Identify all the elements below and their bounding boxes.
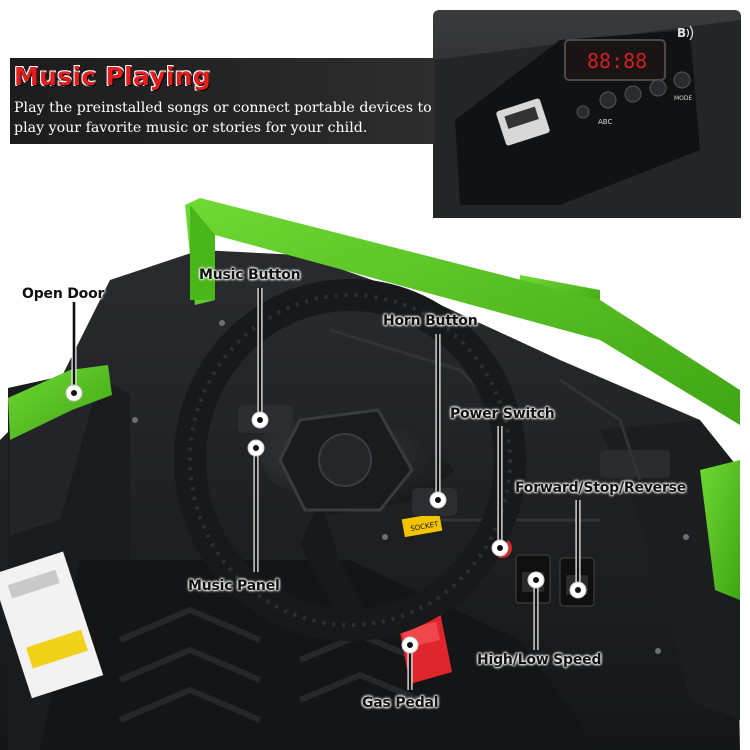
svg-text:B: B — [677, 26, 686, 40]
steering-wheel[interactable] — [174, 279, 526, 641]
abc-button-label: ABC — [598, 118, 612, 126]
module-buttons — [576, 71, 691, 119]
callout-leaders — [71, 288, 581, 690]
callout-dots — [65, 384, 587, 654]
mode-button-label: MODE — [674, 95, 693, 102]
callout-forward-stop-reverse: Forward/Stop/Reverse — [515, 480, 687, 496]
led-display — [564, 39, 666, 81]
bluetooth-icon: B — [677, 25, 694, 41]
callout-gas-pedal: Gas Pedal — [362, 695, 439, 711]
usb-port-icon — [496, 98, 550, 146]
callout-high-low-speed: High/Low Speed — [477, 652, 602, 668]
callout-open-door: Open Door — [22, 286, 105, 302]
music-playing-banner: Music Playing Play the preinstalled song… — [10, 58, 435, 144]
socket-sticker: SOCKET — [401, 512, 443, 538]
banner-title: Music Playing — [14, 62, 212, 91]
led-readout: 88:88 — [587, 49, 647, 73]
callout-music-button: Music Button — [199, 267, 301, 283]
callout-music-panel: Music Panel — [188, 578, 280, 594]
door-green-trim — [8, 365, 112, 440]
music-module-inset: 88:88 ABC MODE B — [433, 10, 741, 218]
banner-description: Play the preinstalled songs or connect p… — [14, 100, 432, 136]
callout-power-switch: Power Switch — [450, 406, 555, 422]
callout-horn-button: Horn Button — [383, 313, 478, 329]
roll-bar — [185, 198, 740, 425]
